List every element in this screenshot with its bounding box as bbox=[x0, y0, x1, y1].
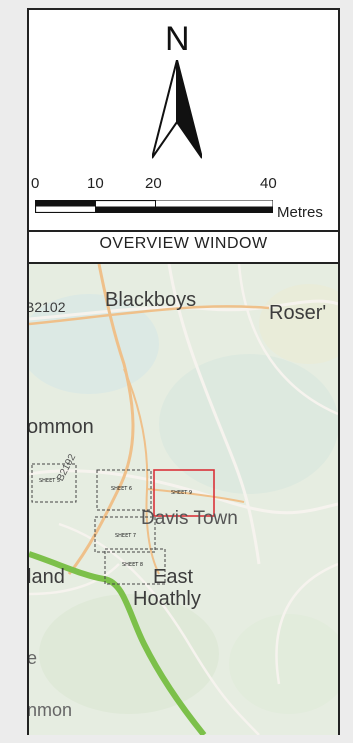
place-rosers: Roser' bbox=[269, 302, 327, 324]
scale-unit-label: Metres bbox=[277, 204, 323, 221]
place-hoathly: Hoathly bbox=[133, 588, 201, 610]
scale-tick-0: 0 bbox=[31, 175, 40, 192]
divider-overview bbox=[29, 262, 338, 264]
place-east: East bbox=[153, 566, 194, 588]
sheet-label-8[interactable]: SHEET 8 bbox=[122, 562, 143, 568]
north-arrow-panel: N 0 10 20 40 Metres bbox=[29, 10, 338, 232]
scale-bar bbox=[35, 200, 273, 213]
map-legend-frame: N 0 10 20 40 Metres OVERVIEW WINDOW bbox=[27, 8, 340, 735]
place-left-e: e bbox=[29, 648, 38, 668]
north-arrow-icon bbox=[152, 60, 202, 159]
scale-tick-40: 40 bbox=[260, 175, 277, 192]
map-background bbox=[29, 264, 338, 735]
overview-title: OVERVIEW WINDOW bbox=[99, 235, 268, 252]
place-davis-town: Davis Town bbox=[141, 508, 238, 529]
sheet-label-6[interactable]: SHEET 6 bbox=[111, 486, 132, 492]
road-label-b2102: B2102 bbox=[29, 299, 66, 315]
sheet-label-9[interactable]: SHEET 9 bbox=[171, 490, 192, 496]
scale-tick-20: 20 bbox=[145, 175, 162, 192]
place-common-bottom: nmon bbox=[29, 700, 73, 720]
place-land: land bbox=[29, 566, 65, 588]
sheet-label-7[interactable]: SHEET 7 bbox=[115, 533, 136, 539]
place-common-top: ommon bbox=[29, 416, 94, 438]
scale-tick-10: 10 bbox=[87, 175, 104, 192]
overview-map[interactable]: SHEET 5 SHEET 6 SHEET 9 SHEET 7 SHEET 8 … bbox=[29, 264, 338, 735]
north-label: N bbox=[165, 20, 190, 58]
divider-top bbox=[29, 230, 338, 232]
sheet-grid: SHEET 5 SHEET 6 SHEET 9 SHEET 7 SHEET 8 bbox=[39, 478, 192, 568]
place-blackboys: Blackboys bbox=[105, 289, 197, 311]
sheet-label-5[interactable]: SHEET 5 bbox=[39, 478, 60, 484]
